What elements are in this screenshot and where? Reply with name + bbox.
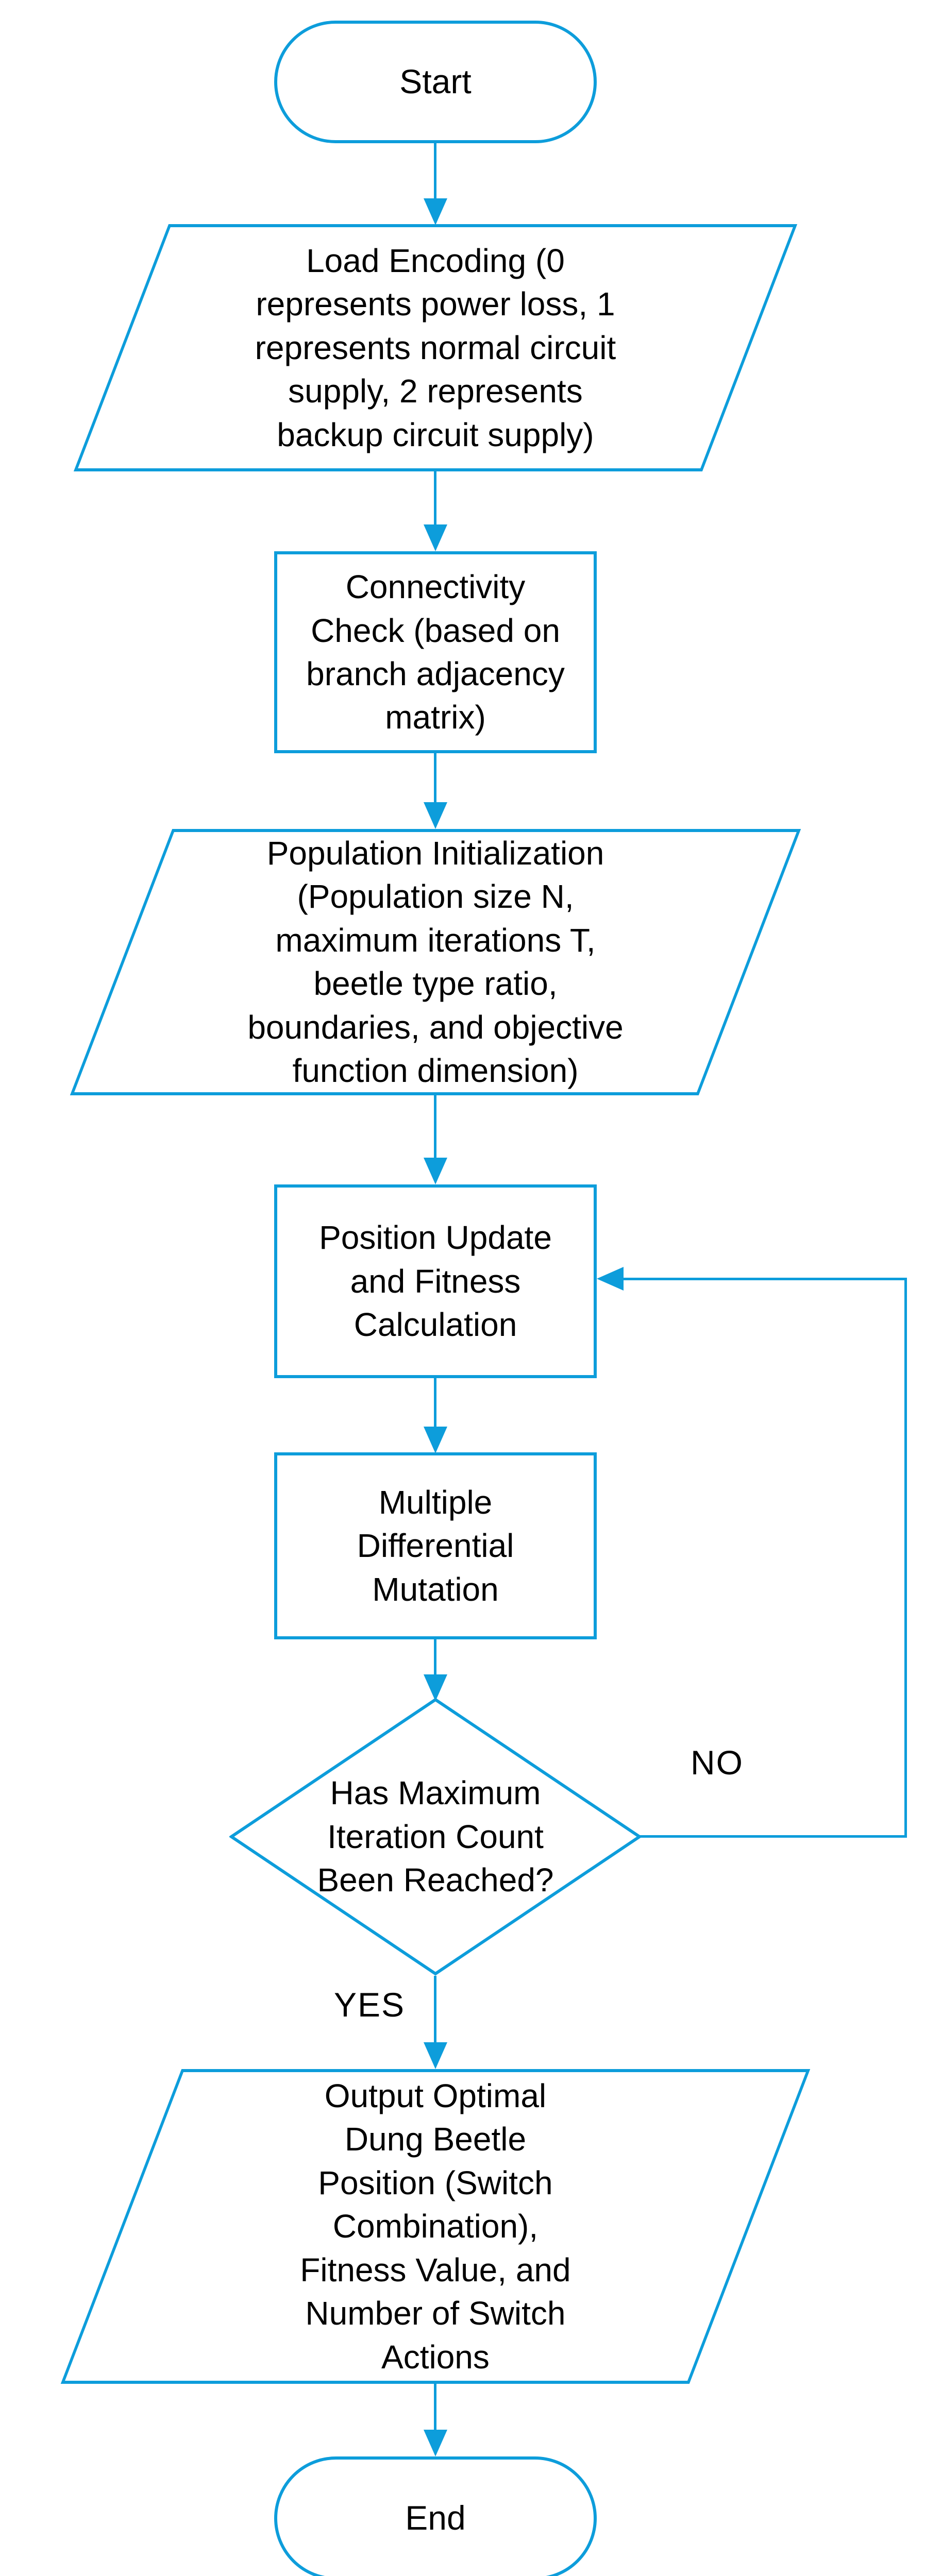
position-update-node: Position Update and Fitness Calculation (274, 1184, 597, 1378)
arrowhead-down-icon (424, 2430, 447, 2456)
arrowhead-down-icon (424, 1674, 447, 1701)
loopback-connector-bottom (640, 1835, 907, 1838)
arrowhead-down-icon (424, 1158, 447, 1184)
connector-load-to-connectivity (434, 471, 436, 526)
multiple-differential-mutation-node: Multiple Differential Mutation (274, 1452, 597, 1639)
connector-start-to-load (434, 143, 436, 201)
population-initialization-node: Population Initialization (Population si… (70, 829, 801, 1095)
arrowhead-down-icon (424, 1427, 447, 1453)
connector-decision-to-output (434, 1976, 436, 2043)
population-initialization-label: Population Initialization (Population si… (247, 835, 624, 1090)
arrowhead-left-icon (597, 1267, 624, 1291)
arrowhead-down-icon (424, 198, 447, 225)
loopback-connector-right (904, 1278, 907, 1838)
connector-output-to-end (434, 2384, 436, 2431)
connectivity-check-node: Connectivity Check (based on branch adja… (274, 551, 597, 753)
output-node: Output Optimal Dung Beetle Position (Swi… (60, 2069, 811, 2384)
end-node: End (274, 2456, 597, 2576)
decision-diamond-shape (229, 1698, 642, 1976)
loopback-connector-top (621, 1278, 906, 1280)
max-iteration-decision-label: Has Maximum Iteration Count Been Reached… (317, 1774, 554, 1899)
start-node: Start (274, 21, 597, 143)
connector-connectivity-to-population (434, 753, 436, 803)
connector-mutation-to-decision (434, 1639, 436, 1675)
arrowhead-down-icon (424, 2042, 447, 2069)
connector-population-to-position (434, 1095, 436, 1159)
load-encoding-node: Load Encoding (0 represents power loss, … (73, 224, 798, 471)
arrowhead-down-icon (424, 524, 447, 551)
max-iteration-decision-node: Has Maximum Iteration Count Been Reached… (229, 1698, 642, 1976)
connector-position-to-mutation (434, 1378, 436, 1428)
arrowhead-down-icon (424, 802, 447, 829)
load-encoding-label: Load Encoding (0 represents power loss, … (255, 242, 616, 453)
no-label: NO (691, 1743, 744, 1782)
output-label: Output Optimal Dung Beetle Position (Swi… (300, 2077, 571, 2376)
yes-label: YES (334, 1986, 406, 2024)
